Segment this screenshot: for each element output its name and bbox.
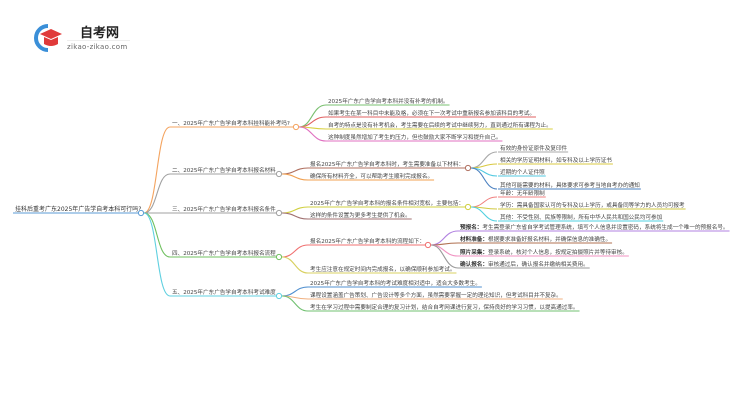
leaf-connector — [281, 212, 309, 220]
leaf-text[interactable]: 这种制度虽然增加了考生的压力，但也鼓励大家不断学习和提升自己。 — [328, 133, 501, 141]
leaf-node-handle[interactable] — [424, 241, 432, 249]
subleaf-text[interactable]: 其他：不受性别、民族等限制，所有中华人民共和国公民均可参加 — [500, 213, 663, 221]
branch-4-label[interactable]: 四、2025年广东广告学自考本科报名流程 — [172, 249, 276, 257]
subleaf-text[interactable]: 其他可能需要的材料，具体要求可参考当地自考办的通知 — [500, 181, 640, 189]
branch-2-label[interactable]: 二、2025年广东广告学自考本科报名材料 — [172, 166, 276, 174]
subleaf-text[interactable]: 相关的学历证明材料，如专科及以上学历证书 — [500, 156, 612, 164]
subleaf-connector — [470, 196, 498, 208]
logo-title: 自考网 — [80, 25, 119, 41]
branch-2-connector — [143, 173, 277, 214]
subleaf-desc: 审核通过后，确认报名并缴纳相关费用。 — [488, 260, 589, 268]
branch-4-node-handle[interactable] — [275, 253, 283, 261]
leaf-text[interactable]: 课程设置涵盖广告策划、广告设计等多个方面，虽然需要掌握一定的理论知识，但考试科目… — [310, 291, 562, 299]
leaf-connector — [281, 206, 309, 214]
branch-5-node-handle[interactable] — [275, 292, 283, 300]
leaf-connector — [298, 104, 327, 128]
leaf-text[interactable]: 2025年广东广告学自考本科并没有补考的机制。 — [328, 97, 449, 105]
leaf-connector — [281, 286, 309, 297]
branch-1-node-handle[interactable] — [292, 123, 300, 131]
leaf-text[interactable]: 如果考生在某一科目中未能及格，必须在下一次考试中重新报名参加该科目的考试。 — [328, 109, 535, 117]
branch-4-leaves: 报名2025年广东广告学自考本科的流程如下： 考生应注意在规定时间内完成报名，以… — [281, 223, 730, 274]
leaf-text[interactable]: 2025年广东广告学自考本科的报名条件相对宽松，主要包括： — [310, 199, 464, 207]
logo-url: zikao-zikao.com — [67, 43, 127, 51]
subleaf-term: 照片采集： — [460, 248, 488, 256]
leaf-text[interactable]: 考生应注意在规定时间内完成报名，以确保顺利参加考试。 — [310, 265, 455, 273]
leaf-connector — [281, 244, 309, 258]
branch-2-leaves: 报名2025年广东广告学自考本科时，考生需要准备以下材料： 确保所有材料齐全，可… — [281, 144, 641, 190]
branch-4-connector — [143, 212, 277, 258]
leaf-connector — [281, 256, 309, 274]
subleaf-term: 预报名： — [460, 223, 482, 231]
subleaf-connector — [470, 163, 498, 169]
branch-2-node-handle[interactable] — [275, 170, 283, 178]
branch-5-label[interactable]: 五、2025年广东广告学自考本科考试难度 — [172, 288, 276, 296]
subleaf-connector — [470, 167, 498, 190]
branch-3-label[interactable]: 三、2025年广东广告学自考本科报名条件 — [172, 205, 276, 213]
branch-3-node-handle[interactable] — [275, 209, 283, 217]
subleaf-text[interactable]: 近期的个人证件照 — [500, 168, 545, 176]
leaf-node-handle[interactable] — [464, 164, 472, 172]
leaf-connector — [281, 167, 309, 175]
subleaf-text[interactable]: 学历：需具备国家认可的专科及以上学历，或具备同等学力的人员均可报考 — [500, 201, 685, 209]
branch-5-connector — [143, 212, 277, 297]
subleaf-desc: 根据要求准备好报名材料，并确保信息的准确性。 — [488, 235, 611, 243]
leaf-text[interactable]: 报名2025年广东广告学自考本科时，考生需要准备以下材料： — [310, 160, 464, 168]
leaf-text[interactable]: 自考的特点是没有补考机会，考生需要在后续的考试中继续努力，直到通过所有课程为止。 — [328, 121, 552, 129]
subleaf-text[interactable]: 有效的身份证原件及复印件 — [500, 144, 568, 152]
leaf-text[interactable]: 考生在学习过程中需要制定合理的复习计划，结合自考网课进行复习，保持良好的学习习惯… — [310, 303, 579, 311]
branch-5-leaves: 2025年广东广告学自考本科的考试难度相对适中，适合大多数考生。 课程设置涵盖广… — [281, 279, 580, 312]
subleaf-desc: 登录系统，核对个人信息，按规定拍摄照片并等待审核。 — [488, 248, 628, 256]
branch-1-label[interactable]: 一、2025年广东广告学自考本科挂科能补考吗? — [172, 119, 290, 127]
subleaf-connector — [430, 244, 459, 269]
leaf-text[interactable]: 确保所有材料齐全，可以帮助考生顺利完成报名。 — [310, 172, 433, 180]
subleaf-text[interactable]: 预报名：考生需登录广东省自学考试管理系统，填写个人信息并设置密码，系统将生成一个… — [460, 223, 729, 231]
root-node-handle[interactable] — [137, 209, 145, 217]
subleaf-connector — [430, 244, 459, 257]
leaf-text[interactable]: 报名2025年广东广告学自考本科的流程如下： — [310, 237, 425, 245]
branch-1-connector — [143, 126, 294, 214]
subleaf-text[interactable]: 年龄：无年龄限制 — [500, 189, 545, 197]
subleaf-text[interactable]: 照片采集：登录系统，核对个人信息，按规定拍摄照片并等待审核。 — [460, 248, 628, 256]
subleaf-desc: 考生需登录广东省自学考试管理系统，填写个人信息并设置密码，系统将生成一个唯一的预… — [482, 223, 728, 231]
leaf-connector — [281, 295, 309, 312]
subleaf-text[interactable]: 确认报名：审核通过后，确认报名并缴纳相关费用。 — [460, 260, 589, 268]
leaf-connector — [281, 173, 309, 181]
branch-1-leaves: 2025年广东广告学自考本科并没有补考的机制。 如果考生在某一科目中未能及格，必… — [298, 97, 553, 142]
logo[interactable]: 自考网 zikao-zikao.com — [34, 24, 130, 52]
branch-3-leaves: 2025年广东广告学自考本科的报名条件相对宽松，主要包括： 这样的条件设置为更多… — [281, 189, 686, 222]
subleaf-term: 材料准备： — [460, 235, 488, 243]
subleaf-connector — [470, 206, 498, 222]
leaf-text[interactable]: 这样的条件设置为更多考生提供了机会。 — [310, 211, 411, 219]
subleaf-term: 确认报名： — [460, 260, 488, 268]
leaf-node-handle[interactable] — [464, 203, 472, 211]
subleaf-text[interactable]: 材料准备：根据要求准备好报名材料，并确保信息的准确性。 — [460, 235, 611, 243]
leaf-text[interactable]: 2025年广东广告学自考本科的考试难度相对适中，适合大多数考生。 — [310, 279, 481, 287]
root-topic[interactable]: 挂科后重考广东2025年广告学自考本科可行吗? — [15, 205, 141, 213]
leaf-connector — [298, 116, 327, 128]
logo-mark-icon — [34, 24, 62, 52]
leaf-connector — [298, 126, 327, 142]
